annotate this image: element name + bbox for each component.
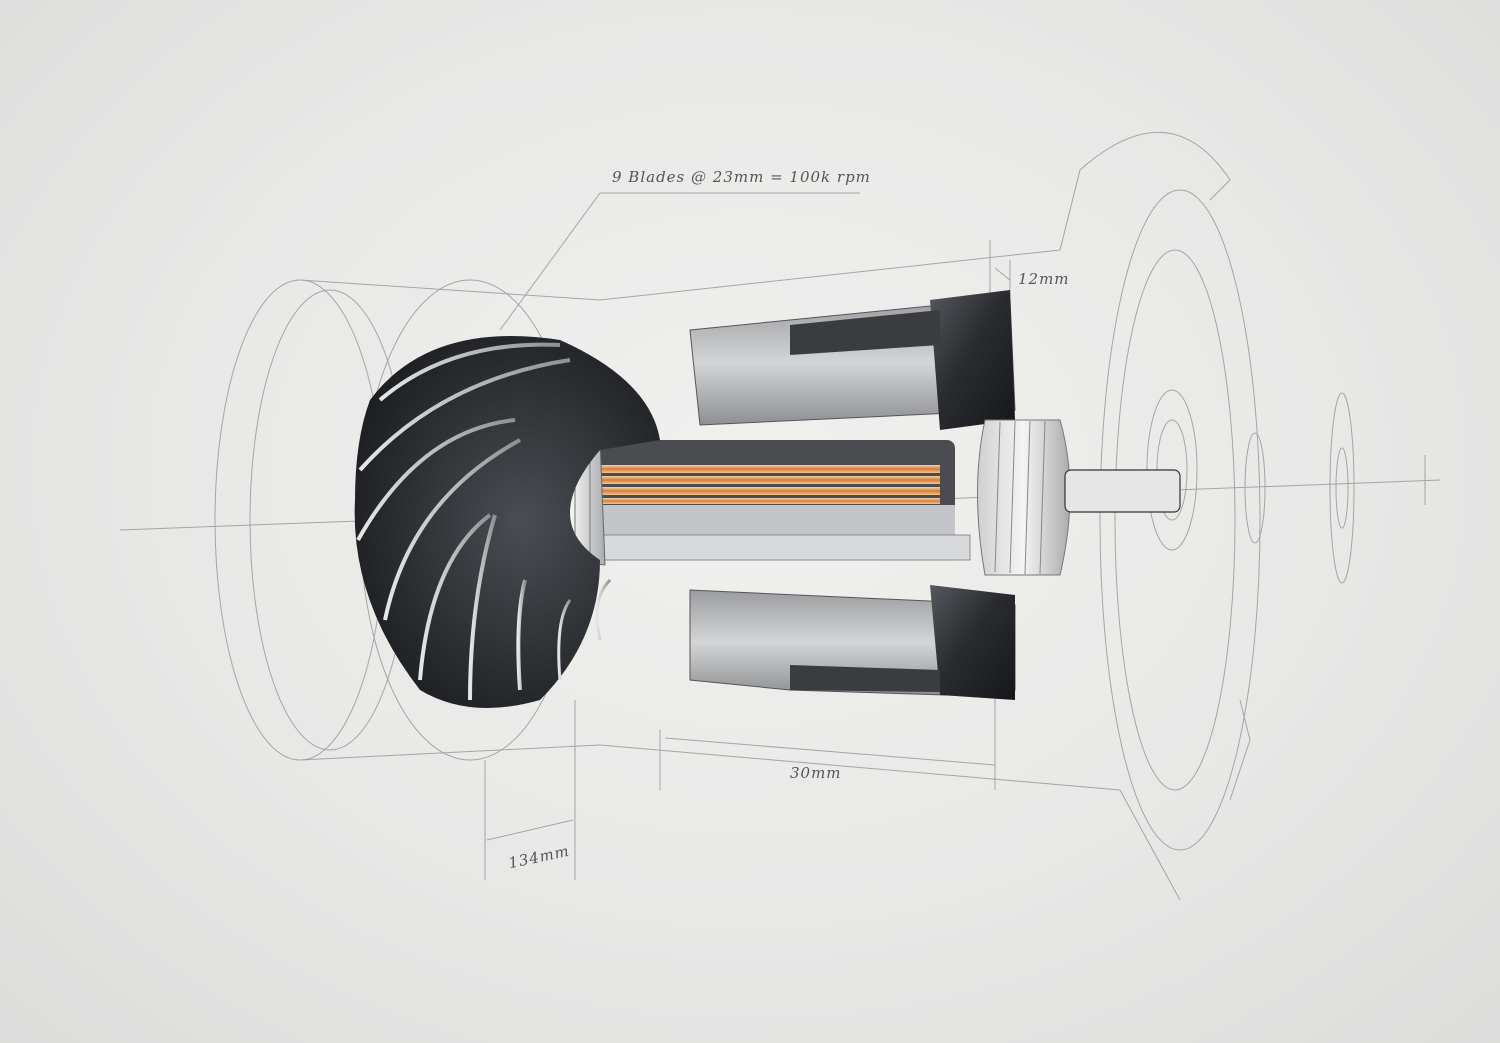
impeller: [354, 336, 660, 708]
rotor-assembly: [589, 440, 971, 561]
stator-core: [689, 290, 1016, 700]
gap-dimension-annotation: 12mm: [1018, 270, 1070, 288]
stator-length-annotation: 30mm: [790, 764, 842, 782]
blades-spec-annotation: 9 Blades @ 23mm = 100k rpm: [612, 168, 871, 186]
bearing: [977, 419, 1181, 576]
